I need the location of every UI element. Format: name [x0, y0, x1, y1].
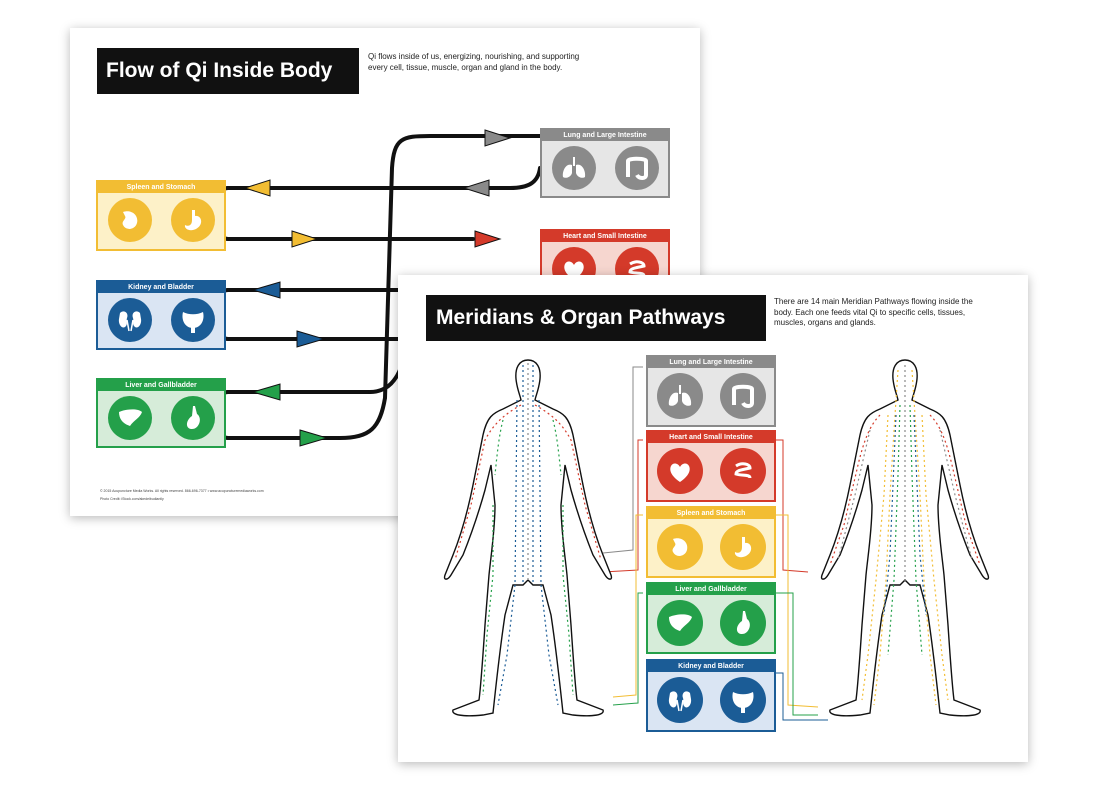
poster-title: Meridians & Organ Pathways: [426, 295, 766, 341]
spleen-icon: [656, 524, 703, 570]
organ-box-label: Heart and Small Intestine: [542, 231, 668, 242]
front-view-body-figure: [820, 359, 990, 717]
flow-arrow: [251, 383, 281, 401]
large-intestine-icon: [719, 373, 766, 419]
flow-arrow: [251, 281, 281, 299]
organ-box-liver-gallbladder: Liver and Gallbladder: [96, 378, 226, 448]
bladder-icon: [719, 677, 766, 723]
organ-box-kidney-bladder: Kidney and Bladder: [646, 659, 776, 732]
flow-arrow: [474, 230, 502, 248]
organ-box-kidney-bladder: Kidney and Bladder: [96, 280, 226, 350]
meridian-connector-lines: [602, 366, 828, 721]
organ-box-label: Lung and Large Intestine: [542, 130, 668, 141]
organ-box-label: Liver and Gallbladder: [98, 380, 224, 391]
flow-arrow: [291, 230, 319, 248]
organ-box-spleen-stomach: Spleen and Stomach: [96, 180, 226, 251]
kidney-icon: [656, 677, 703, 723]
organ-box-label: Spleen and Stomach: [648, 508, 774, 519]
copyright-text: © 2015 Acupuncture Media Works. All righ…: [100, 489, 264, 493]
gallbladder-icon: [719, 600, 766, 646]
poster-description: Qi flows inside of us, energizing, nouri…: [368, 52, 580, 72]
gallbladder-icon: [170, 396, 215, 440]
small-intestine-icon: [719, 448, 766, 494]
lungs-icon: [551, 146, 596, 190]
organ-box-label: Spleen and Stomach: [98, 182, 224, 193]
poster-description: There are 14 main Meridian Pathways flow…: [774, 297, 973, 327]
bladder-icon: [170, 298, 215, 342]
organ-box-label: Heart and Small Intestine: [648, 432, 774, 443]
lungs-icon: [656, 373, 703, 419]
back-view-body-figure: [443, 359, 613, 717]
flow-arrow: [462, 179, 490, 197]
organ-box-label: Lung and Large Intestine: [648, 357, 774, 368]
organ-box-liver-gallbladder: Liver and Gallbladder: [646, 582, 776, 654]
flow-arrow: [484, 129, 512, 147]
kidney-icon: [107, 298, 152, 342]
meridians-poster: Meridians & Organ Pathways There are 14 …: [398, 275, 1028, 762]
liver-icon: [107, 396, 152, 440]
stomach-icon: [719, 524, 766, 570]
flow-arrow: [299, 429, 329, 447]
organ-box-label: Kidney and Bladder: [98, 282, 224, 293]
heart-icon: [656, 448, 703, 494]
liver-icon: [656, 600, 703, 646]
organ-box-label: Kidney and Bladder: [648, 661, 774, 672]
organ-box-spleen-stomach: Spleen and Stomach: [646, 506, 776, 578]
organ-box-heart-small-intestine: Heart and Small Intestine: [646, 430, 776, 502]
organ-box-lung-large-intestine: Lung and Large Intestine: [646, 355, 776, 427]
flow-arrow: [296, 330, 326, 348]
large-intestine-icon: [614, 146, 659, 190]
stomach-icon: [170, 198, 215, 242]
poster-title: Flow of Qi Inside Body: [97, 48, 359, 94]
spleen-icon: [107, 198, 152, 242]
organ-box-label: Liver and Gallbladder: [648, 584, 774, 595]
photo-credit-text: Photo Credit: iStock.com/akedeibudiantly: [100, 497, 164, 501]
flow-arrow: [243, 179, 271, 197]
organ-box-lung-large-intestine: Lung and Large Intestine: [540, 128, 670, 198]
